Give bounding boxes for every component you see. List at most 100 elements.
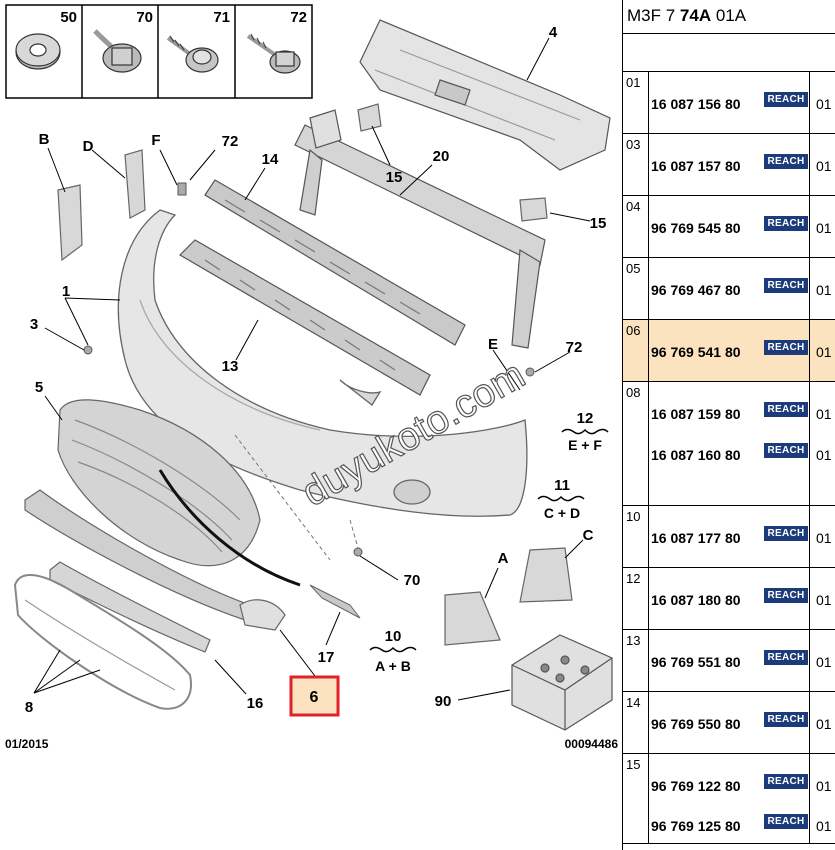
- row-number: 13: [623, 630, 649, 691]
- part-number[interactable]: 96 769 545 80: [651, 220, 741, 236]
- row-number: 06: [623, 320, 649, 381]
- part-number[interactable]: 96 769 541 80: [651, 344, 741, 360]
- part-number[interactable]: 96 769 122 80: [651, 778, 741, 794]
- leader-lines: [33, 37, 591, 701]
- label-72: 72: [222, 133, 239, 150]
- row-number: 04: [623, 196, 649, 257]
- row-number: 03: [623, 134, 649, 195]
- part-qty: 01: [816, 344, 832, 360]
- part-qty: 01: [816, 818, 832, 834]
- reach-badge: REACH: [764, 92, 808, 107]
- label-11-sub: C + D: [544, 505, 580, 521]
- reach-badge: REACH: [764, 588, 808, 603]
- row-number: 12: [623, 568, 649, 629]
- reach-badge: REACH: [764, 774, 808, 789]
- absorber-lower-shape: [179, 239, 431, 396]
- diagram-ref: 00094486: [565, 737, 619, 751]
- clip-kit-shape: [511, 634, 613, 731]
- label-E: E: [488, 336, 498, 353]
- label-C: C: [583, 527, 594, 544]
- part-number[interactable]: 96 769 125 80: [651, 818, 741, 834]
- bolt-icon: [246, 33, 301, 74]
- label-6[interactable]: 6: [310, 689, 319, 706]
- part-number[interactable]: 16 087 160 80: [651, 447, 741, 463]
- bracket-shapes: [57, 103, 573, 646]
- label-11: 11: [554, 477, 570, 494]
- part-qty: 01: [816, 447, 832, 463]
- part-number[interactable]: 16 087 180 80: [651, 592, 741, 608]
- reach-badge: REACH: [764, 814, 808, 829]
- label-17: 17: [318, 649, 335, 666]
- part-number[interactable]: 96 769 467 80: [651, 282, 741, 298]
- qty-column: [809, 568, 835, 629]
- part-number[interactable]: 16 087 156 80: [651, 96, 741, 112]
- label-70: 70: [404, 572, 421, 589]
- row-number: 08: [623, 382, 649, 505]
- reach-badge: REACH: [764, 526, 808, 541]
- label-20: 20: [433, 148, 450, 165]
- qty-column: [809, 630, 835, 691]
- part-qty: 01: [816, 282, 832, 298]
- part-qty: 01: [816, 220, 832, 236]
- fastener-label: 70: [136, 9, 153, 26]
- fastener-label: 50: [60, 9, 77, 26]
- label-12-sub: E + F: [568, 437, 602, 453]
- part-qty: 01: [816, 592, 832, 608]
- row-number: 15: [623, 754, 649, 843]
- small-fasteners: [83, 182, 535, 557]
- qty-column: [809, 258, 835, 319]
- label-5: 5: [35, 379, 43, 396]
- grille-shape: [57, 399, 261, 567]
- reach-badge: REACH: [764, 712, 808, 727]
- part-number[interactable]: 16 087 177 80: [651, 530, 741, 546]
- label-A: A: [498, 550, 509, 567]
- screw-icon: [166, 35, 219, 73]
- label-1: 1: [62, 283, 70, 300]
- diagram-date: 01/2015: [5, 737, 49, 751]
- row-number: 10: [623, 506, 649, 567]
- reach-badge: REACH: [764, 443, 808, 458]
- lower-strip-shape: [13, 489, 286, 710]
- label-10: 10: [385, 628, 402, 645]
- reinforcement-beam-shape: [294, 109, 546, 349]
- header-spacer: [623, 34, 835, 72]
- spoiler-line: [158, 469, 361, 619]
- label-13: 13: [222, 358, 239, 375]
- part-qty: 01: [816, 406, 832, 422]
- part-number[interactable]: 16 087 157 80: [651, 158, 741, 174]
- reach-badge: REACH: [764, 154, 808, 169]
- fastener-label: 71: [213, 9, 230, 26]
- part-number[interactable]: 16 087 159 80: [651, 406, 741, 422]
- absorber-upper-shape: [204, 179, 466, 346]
- parts-diagram: 50 70 71 72: [5, 4, 619, 751]
- brace-marks: [369, 428, 609, 653]
- label-8: 8: [25, 699, 33, 716]
- reach-badge: REACH: [764, 340, 808, 355]
- qty-column: [809, 196, 835, 257]
- row-number: 01: [623, 72, 649, 133]
- part-number[interactable]: 96 769 550 80: [651, 716, 741, 732]
- fastener-table: [5, 4, 313, 99]
- part-qty: 01: [816, 158, 832, 174]
- qty-column: [809, 382, 835, 505]
- part-qty: 01: [816, 654, 832, 670]
- highlight-box[interactable]: [289, 675, 340, 717]
- part-number[interactable]: 96 769 551 80: [651, 654, 741, 670]
- code-suffix: 01A: [711, 6, 747, 25]
- label-15: 15: [386, 169, 403, 186]
- reach-badge: REACH: [764, 402, 808, 417]
- bumper-shape: [117, 209, 528, 517]
